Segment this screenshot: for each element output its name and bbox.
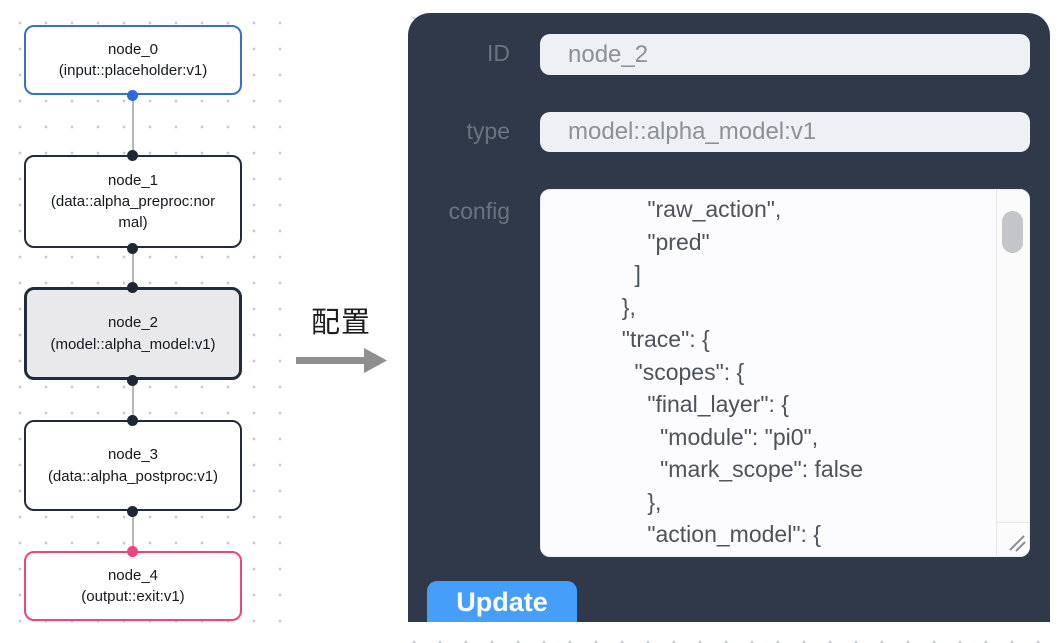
port-dot-node2-out[interactable]	[127, 375, 138, 386]
node-title: node_2	[107, 314, 159, 332]
edge-node1-node2	[132, 248, 134, 287]
port-dot-node1-in[interactable]	[127, 150, 138, 161]
edge-node3-node4	[132, 511, 134, 551]
update-button[interactable]: Update	[427, 581, 577, 622]
textarea-resize-corner[interactable]	[996, 522, 1029, 556]
port-dot-node0-out[interactable]	[127, 90, 138, 101]
node-title: node_4	[107, 566, 159, 584]
flow-canvas[interactable]: node_0 (input::placeholder:v1) node_1 (d…	[0, 0, 286, 643]
type-field-label: type	[466, 118, 510, 144]
transition-label: 配置	[310, 307, 371, 339]
flow-node-node_0[interactable]: node_0 (input::placeholder:v1)	[24, 25, 242, 95]
id-field-label: ID	[487, 40, 510, 66]
node-config-panel: ID type config "raw_action", "pred" ] },…	[408, 13, 1050, 622]
right-arrow-icon	[296, 348, 387, 373]
flow-node-node_2-selected[interactable]: node_2 (model::alpha_model:v1)	[24, 287, 242, 380]
id-input[interactable]	[540, 34, 1030, 75]
config-textarea[interactable]: "raw_action", "pred" ] }, "trace": { "sc…	[540, 189, 1030, 557]
node-subtitle: (data::alpha_preproc:normal)	[50, 192, 216, 232]
node-title: node_3	[107, 446, 159, 464]
transition-annotation: 配置	[290, 299, 392, 378]
config-scrollbar-thumb[interactable]	[1002, 211, 1023, 253]
node-subtitle: (model::alpha_model:v1)	[50, 335, 216, 353]
edge-node0-node1	[132, 95, 134, 155]
config-field-label: config	[448, 198, 510, 224]
node-title: node_1	[107, 171, 159, 189]
config-scrollbar[interactable]	[996, 190, 1029, 522]
flow-node-node_4[interactable]: node_4 (output::exit:v1)	[24, 551, 242, 621]
node-subtitle: (output::exit:v1)	[81, 588, 185, 605]
panel-canvas: ID type config "raw_action", "pred" ] },…	[392, 0, 1062, 643]
node-subtitle: (input::placeholder:v1)	[58, 62, 208, 79]
node-subtitle: (data::alpha_postproc:v1)	[47, 467, 219, 485]
flow-node-node_1[interactable]: node_1 (data::alpha_preproc:normal)	[24, 155, 242, 248]
config-json-text[interactable]: "raw_action", "pred" ] }, "trace": { "sc…	[621, 196, 864, 547]
flow-node-node_3[interactable]: node_3 (data::alpha_postproc:v1)	[24, 420, 242, 511]
resize-handle-icon	[1009, 535, 1026, 552]
port-dot-node3-in[interactable]	[127, 415, 138, 426]
port-dot-node1-out[interactable]	[127, 243, 138, 254]
port-dot-node3-out[interactable]	[127, 506, 138, 517]
node-title: node_0	[107, 40, 159, 58]
type-input[interactable]	[540, 112, 1030, 152]
edge-node2-node3	[132, 380, 134, 420]
port-dot-node2-in[interactable]	[127, 282, 138, 293]
port-dot-node4-in[interactable]	[127, 546, 138, 557]
